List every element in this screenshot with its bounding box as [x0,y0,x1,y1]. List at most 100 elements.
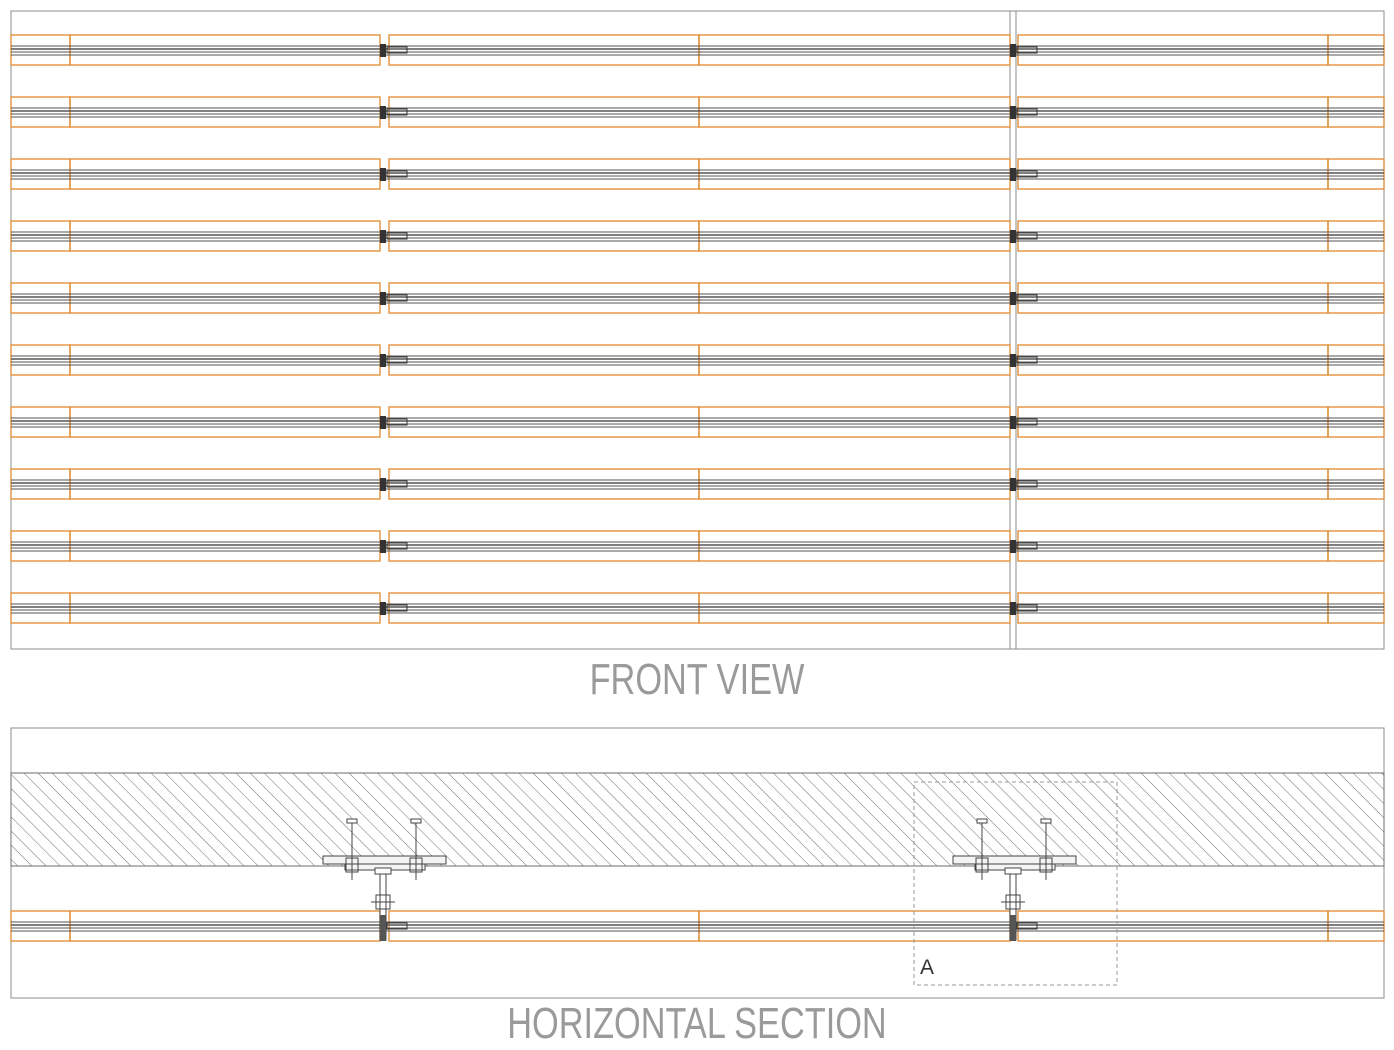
clip-tab [1016,232,1038,240]
clip-tab [386,542,408,550]
panel-outline [69,34,381,66]
clip-tab [386,922,408,930]
clip-connector [1010,106,1016,119]
rail-rows [10,34,1385,624]
base-plate [322,855,447,865]
panel-outline [1017,592,1329,624]
panel-outline [698,282,1011,314]
panel-outline [69,220,381,252]
bolt-head [346,818,358,824]
panel-outline [698,220,1011,252]
bracket-assembly [952,818,1077,941]
clip-tab [386,108,408,116]
clip-connector [380,44,386,57]
horizontal-section-drawing [10,727,1385,999]
panel-outline [69,910,381,942]
panel-outline [698,468,1011,500]
bolt-head [976,818,988,824]
clip-tab [1016,480,1038,488]
front-view-frame [10,10,1385,650]
panel-outline [1017,910,1329,942]
clip-connector [1010,416,1016,429]
panel-outline [698,910,1011,942]
panel-outline [10,220,71,252]
bolt-head [1040,818,1052,824]
panel-outline [1017,530,1329,562]
panel-outline [10,34,71,66]
clip-tab [386,232,408,240]
clip-tab [386,480,408,488]
clip-connector [380,106,386,119]
panel-outline [1327,158,1385,190]
clip-tab [386,46,408,54]
bolt-nut [345,857,359,873]
front-view-drawing [10,10,1385,650]
front-view-caption: FRONT VIEW [589,655,805,704]
panel-outline [69,96,381,128]
panel-outline [1327,530,1385,562]
clip-connector [380,168,386,181]
clip-connector [1010,354,1016,367]
clip-connector [380,540,386,553]
panel-outline [1017,96,1329,128]
clip-connector [380,230,386,243]
panel-outline [10,592,71,624]
panel-outline [698,34,1011,66]
panel-outline [698,158,1011,190]
panel-outline [10,406,71,438]
section-rail [10,910,1385,942]
clip-connector [380,292,386,305]
panel-outline [388,530,700,562]
panel-outline [698,344,1011,376]
panel-outline [388,344,700,376]
clip-tab [386,418,408,426]
clip-tab [1016,542,1038,550]
clip-connector [1010,478,1016,491]
panel-outline [388,468,700,500]
panel-outline [10,530,71,562]
clip-connector [1010,540,1016,553]
base-plate [952,855,1077,865]
panel-outline [698,96,1011,128]
clip-connector [1010,168,1016,181]
bracket-clip [380,915,386,941]
panel-outline [1327,592,1385,624]
bolt-head [410,818,422,824]
panel-outline [388,406,700,438]
clip-tab [1016,170,1038,178]
panel-outline [69,282,381,314]
panel-outline [1017,406,1329,438]
panel-outline [10,910,71,942]
panel-outline [10,468,71,500]
stem-flange [374,867,392,875]
panel-outline [1017,158,1329,190]
clip-connector [380,354,386,367]
panel-outline [1017,34,1329,66]
panel-outline [10,158,71,190]
clip-connector [380,478,386,491]
panel-outline [1327,468,1385,500]
panel-outline [1327,34,1385,66]
panel-outline [1327,344,1385,376]
panel-outline [698,592,1011,624]
panel-outline [388,220,700,252]
panel-outline [1017,468,1329,500]
panel-outline [1327,96,1385,128]
panel-outline [1327,910,1385,942]
horizontal-section-caption: HORIZONTAL SECTION [507,999,887,1048]
panel-outline [388,96,700,128]
clip-connector [1010,230,1016,243]
clip-tab [1016,922,1038,930]
panel-outline [388,34,700,66]
panel-outline [10,282,71,314]
wall-hatch [10,772,1385,867]
clip-tab [1016,418,1038,426]
clip-connector [380,416,386,429]
panel-outline [69,158,381,190]
clip-tab [1016,356,1038,364]
panel-outline [698,530,1011,562]
clip-tab [386,604,408,612]
panel-outline [1017,282,1329,314]
panel-outline [1327,406,1385,438]
